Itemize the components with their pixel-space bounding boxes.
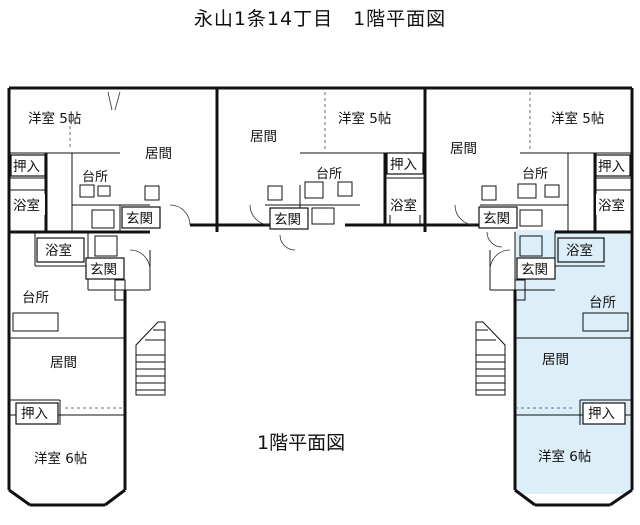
- kitchen-label: 台所: [22, 290, 49, 306]
- living-label: 居間: [450, 141, 477, 157]
- kitchen-label: 台所: [522, 167, 548, 182]
- living-label: 居間: [250, 129, 277, 145]
- bath-label: 浴室: [566, 242, 593, 259]
- closet-label: 押入: [598, 159, 626, 175]
- western-room-label: 洋室 5帖: [338, 110, 391, 127]
- kitchen-label: 台所: [316, 167, 342, 182]
- entrance-label: 玄関: [274, 211, 301, 228]
- unit-left-top-interior: [9, 91, 191, 232]
- bath-label: 浴室: [390, 197, 417, 214]
- bath-label: 浴室: [598, 197, 625, 214]
- western-room-label: 洋室 6帖: [538, 448, 591, 465]
- western-room-label: 洋室 6帖: [34, 450, 87, 467]
- living-label: 居間: [542, 352, 569, 368]
- bath-label: 浴室: [13, 197, 40, 214]
- living-label: 居間: [50, 355, 77, 371]
- unit-right-bottom-walls: [489, 232, 634, 507]
- stairs-right: [475, 321, 506, 396]
- kitchen-label: 台所: [82, 170, 108, 185]
- unit-left-bottom-walls: [7, 232, 151, 507]
- closet-label: 押入: [390, 157, 417, 173]
- closet-label: 押入: [588, 406, 616, 422]
- unit-right-top-interior: [454, 92, 632, 248]
- stairs-left: [135, 321, 166, 396]
- living-label: 居間: [145, 146, 172, 162]
- western-room-label: 洋室 5帖: [28, 110, 81, 127]
- closet-label: 押入: [21, 406, 48, 422]
- western-room-label: 洋室 5帖: [551, 110, 604, 127]
- closet-label: 押入: [13, 159, 40, 175]
- page-title: 永山1条14丁目 1階平面図: [193, 8, 447, 30]
- kitchen-label: 台所: [589, 295, 616, 311]
- entrance-label: 玄関: [483, 210, 510, 227]
- entrance-label: 玄関: [90, 261, 117, 278]
- plan-caption: 1階平面図: [257, 432, 346, 454]
- entrance-label: 玄関: [126, 210, 153, 227]
- entrance-label: 玄関: [521, 261, 548, 278]
- bath-label: 浴室: [45, 242, 72, 259]
